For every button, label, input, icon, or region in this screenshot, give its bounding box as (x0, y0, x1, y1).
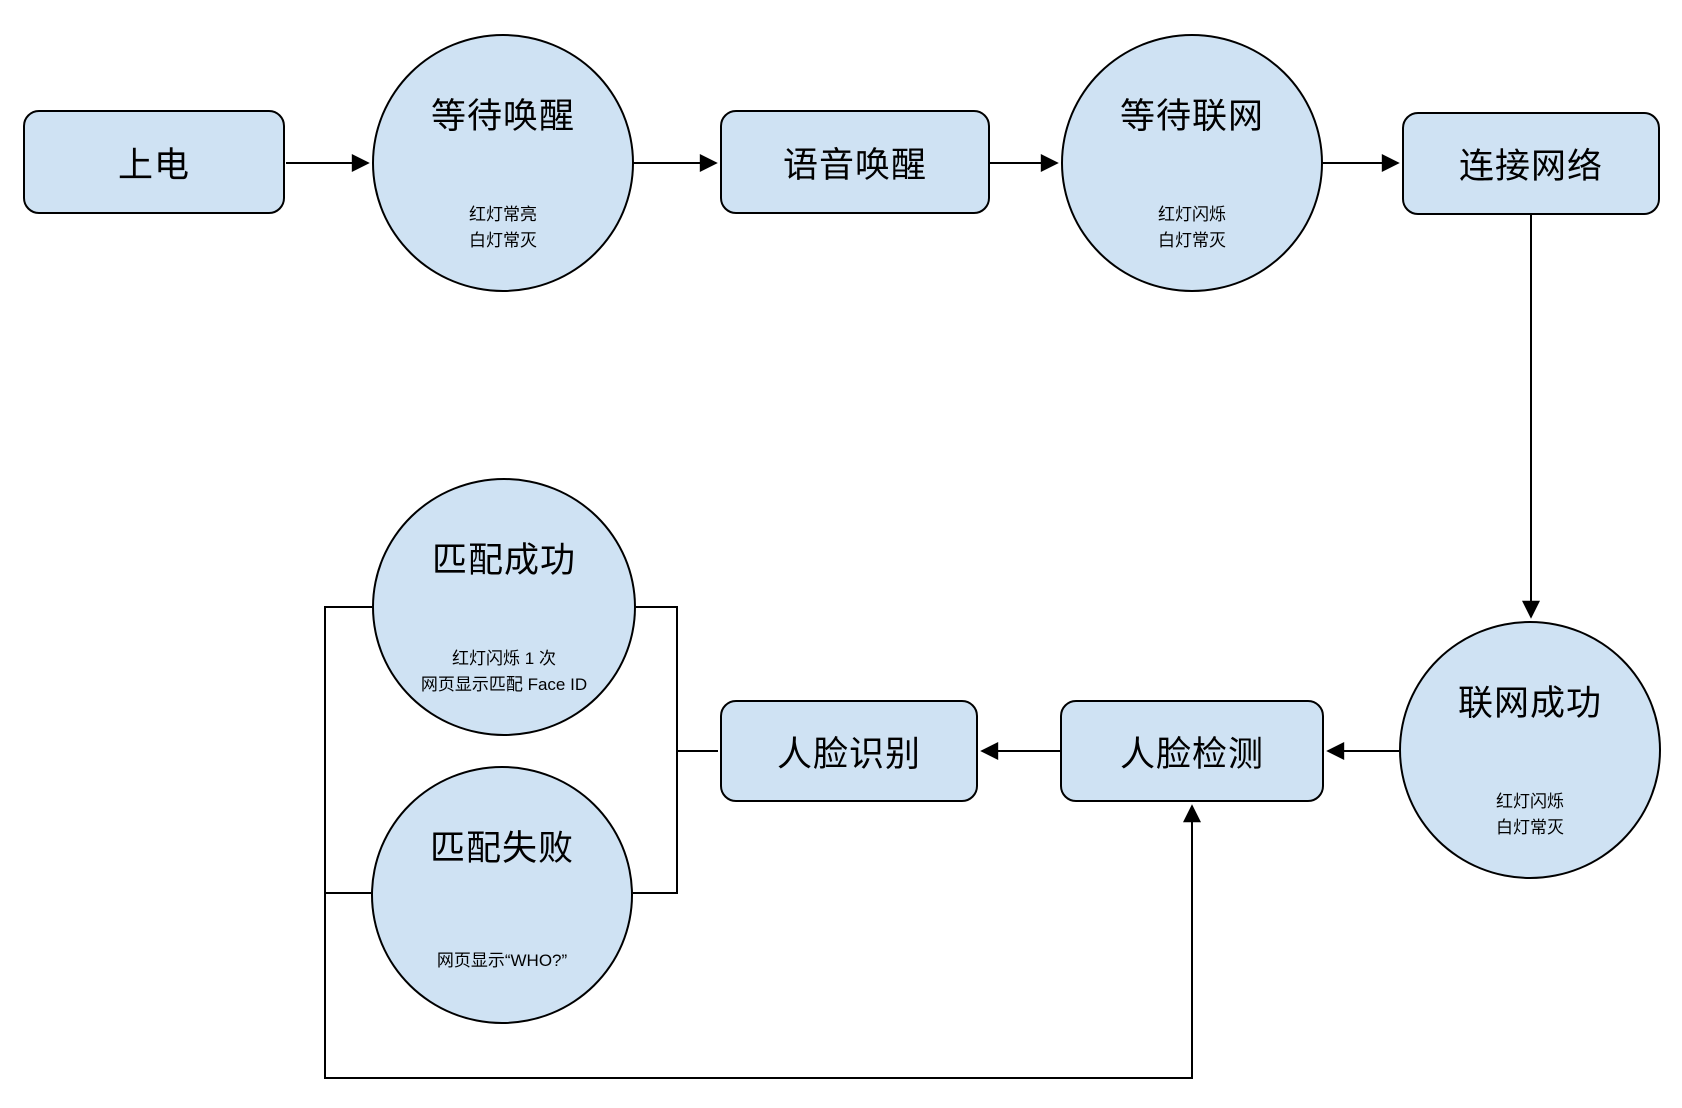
node-face-detection: 人脸检测 (1060, 700, 1324, 802)
node-match-fail-subtext: 网页显示“WHO?” (437, 948, 567, 974)
node-power-on-label: 上电 (117, 145, 190, 185)
line-match-bracket (633, 606, 678, 894)
node-network-success: 联网成功 红灯闪烁 白灯常灭 (1399, 621, 1661, 879)
node-wait-network-line1: 红灯闪烁 (1158, 205, 1226, 224)
node-match-fail: 匹配失败 网页显示“WHO?” (371, 766, 633, 1024)
node-face-recognition: 人脸识别 (720, 700, 978, 802)
line-loop-back-to-face-detection (324, 606, 1201, 1079)
node-network-success-subtext: 红灯闪烁 白灯常灭 (1496, 789, 1564, 841)
node-wait-wake-line2: 白灯常灭 (469, 231, 537, 250)
node-match-fail-title: 匹配失败 (429, 829, 574, 868)
node-wait-wake-line1: 红灯常亮 (469, 205, 537, 224)
node-wait-wake: 等待唤醒 红灯常亮 白灯常灭 (372, 34, 634, 292)
node-match-success: 匹配成功 红灯闪烁 1 次 网页显示匹配 Face ID (372, 478, 636, 736)
node-wait-network: 等待联网 红灯闪烁 白灯常灭 (1061, 34, 1323, 292)
node-match-fail-line1: 网页显示“WHO?” (436, 951, 568, 970)
node-match-success-subtext: 红灯闪烁 1 次 网页显示匹配 Face ID (421, 646, 587, 698)
node-wait-network-line2: 白灯常灭 (1158, 231, 1226, 250)
node-face-recognition-label: 人脸识别 (776, 734, 921, 774)
node-match-success-line2: 网页显示匹配 Face ID (420, 675, 588, 694)
node-network-success-line2: 白灯常灭 (1496, 818, 1564, 837)
node-network-success-line1: 红灯闪烁 (1496, 792, 1564, 811)
node-power-on: 上电 (23, 110, 285, 214)
node-wait-network-subtext: 红灯闪烁 白灯常灭 (1158, 202, 1226, 254)
node-match-success-line1: 红灯闪烁 1 次 (452, 649, 556, 668)
node-wait-network-title: 等待联网 (1119, 97, 1264, 136)
node-wait-wake-subtext: 红灯常亮 白灯常灭 (469, 202, 537, 254)
node-face-detection-label: 人脸检测 (1119, 734, 1264, 774)
node-wait-wake-title: 等待唤醒 (430, 97, 575, 136)
node-network-success-title: 联网成功 (1457, 684, 1602, 723)
node-match-success-title: 匹配成功 (431, 541, 576, 580)
node-voice-wake-label: 语音唤醒 (782, 145, 927, 185)
node-connect-network: 连接网络 (1402, 112, 1660, 215)
node-voice-wake: 语音唤醒 (720, 110, 990, 214)
node-connect-network-label: 连接网络 (1458, 147, 1603, 186)
